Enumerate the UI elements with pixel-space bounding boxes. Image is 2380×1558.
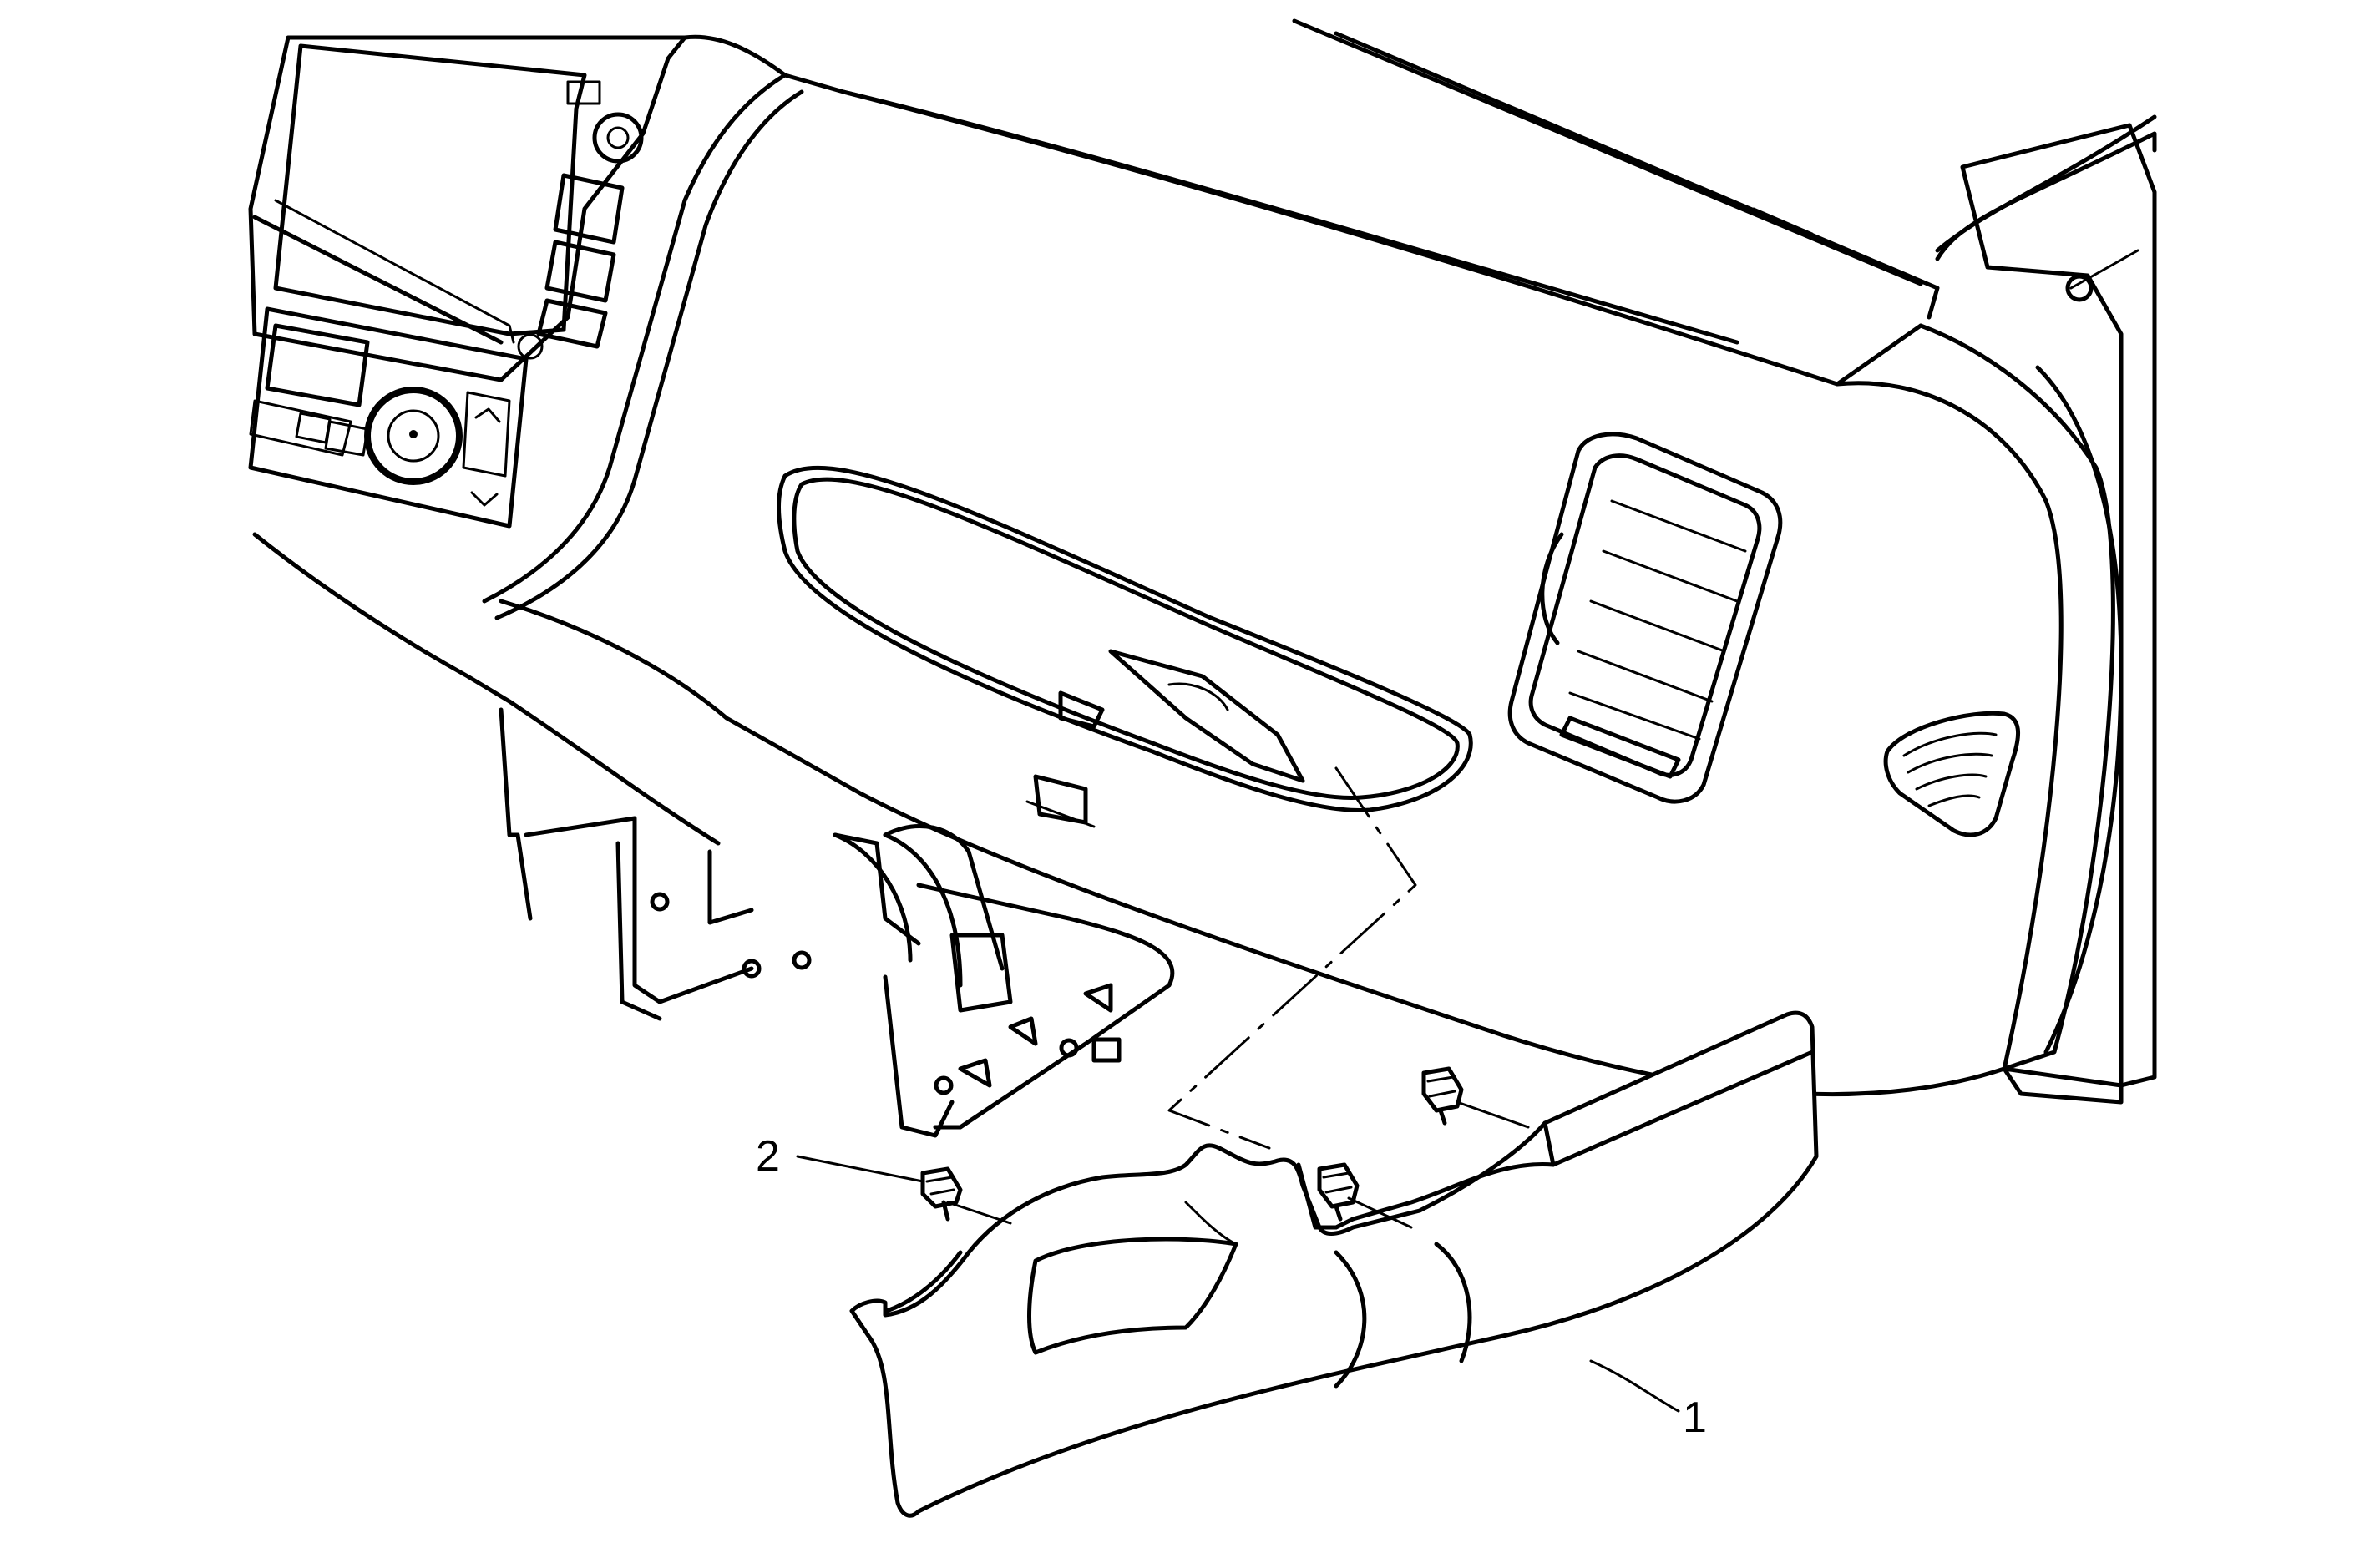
instrument-panel xyxy=(252,18,2007,1097)
callout-leader-1 xyxy=(1589,1359,1680,1413)
side-panel xyxy=(1835,114,2157,1105)
radio-head-unit xyxy=(248,35,687,382)
retainer-clip xyxy=(1421,1066,1464,1126)
callout-label-2: 2 xyxy=(756,1132,780,1181)
air-vent xyxy=(1507,432,1783,804)
retainer-clip xyxy=(1317,1162,1360,1222)
clip-alignment-line xyxy=(946,1201,1012,1225)
clip-alignment-line xyxy=(1347,1196,1413,1229)
retainer-clip xyxy=(920,1166,963,1222)
installation-guide-line xyxy=(1167,766,1417,1150)
glove-box-door xyxy=(777,465,1473,812)
support-bracket xyxy=(499,690,1175,1138)
climate-control-panel xyxy=(248,306,529,529)
clip-alignment-line xyxy=(1456,1100,1530,1129)
knee-bolster-panel xyxy=(849,1010,1819,1518)
callout-leader-2 xyxy=(796,1155,924,1183)
callout-label-1: 1 xyxy=(1683,1394,1707,1442)
